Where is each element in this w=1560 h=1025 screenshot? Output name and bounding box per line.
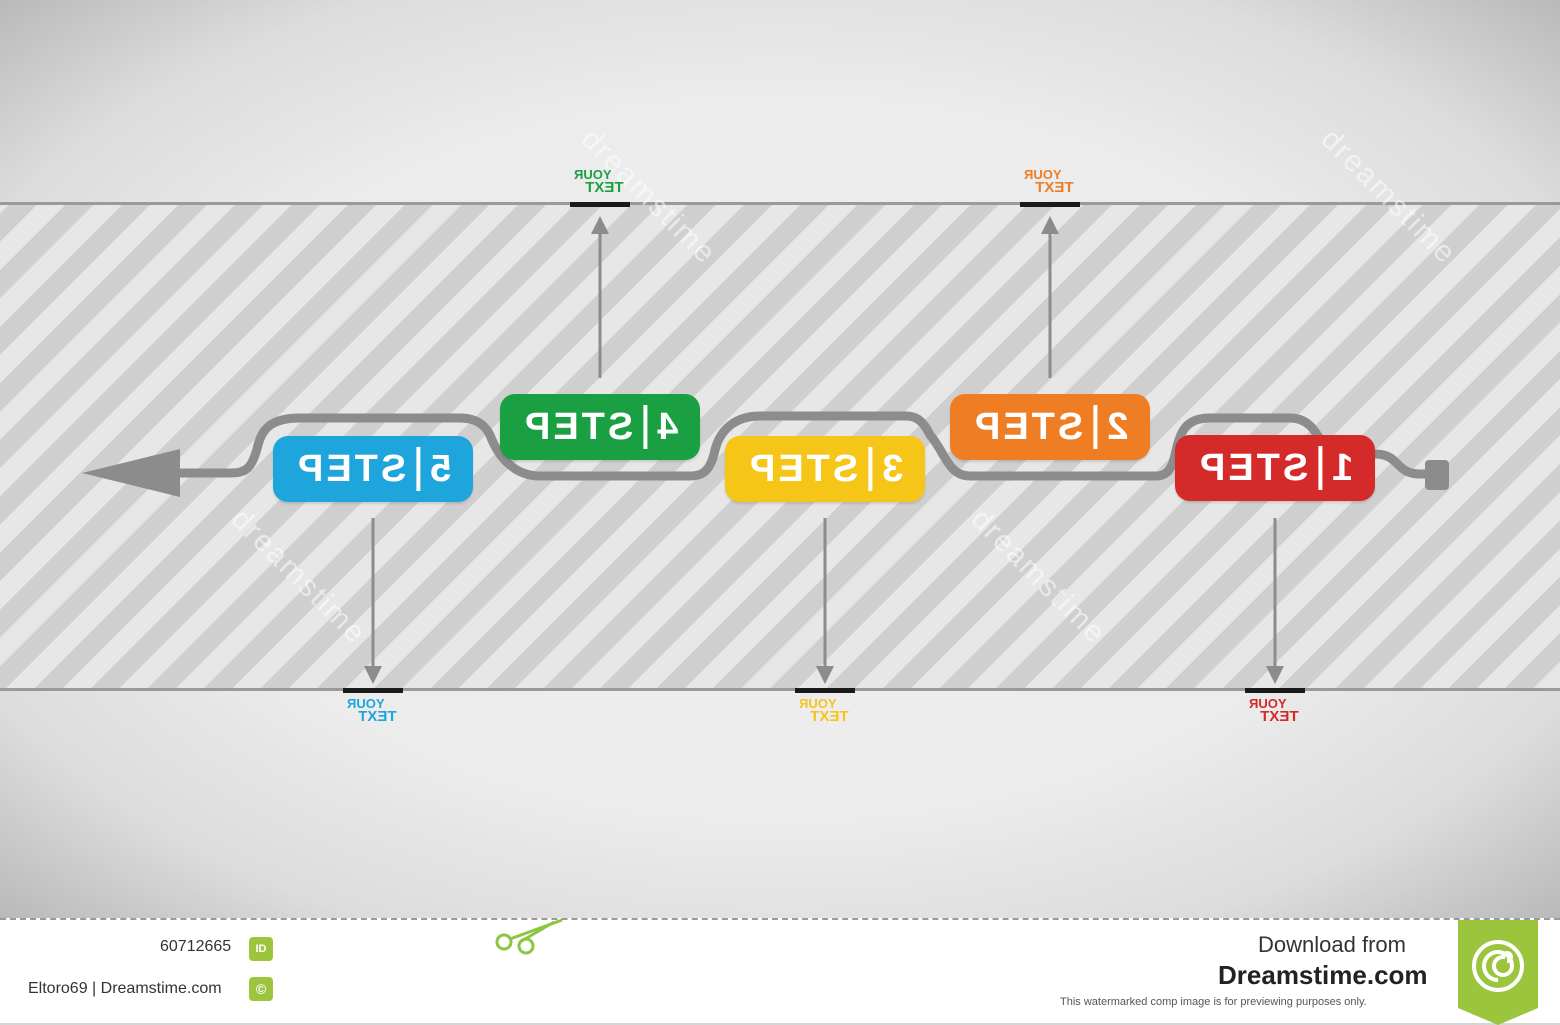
step-word: STEP [971,405,1084,448]
dreamstime-spiral-logo-icon [1458,920,1538,1025]
text-base-step5 [343,688,403,693]
step-box-1: 1 STEP [1175,435,1375,501]
note-line2: TEXT [810,708,849,725]
id-badge: ID [249,937,273,961]
step-word: STEP [294,447,407,490]
text-base-step4 [570,202,630,207]
step-word: STEP [1196,446,1309,489]
step-box-5: 5 STEP [273,436,473,502]
credit-text: Eltoro69 | Dreamstime.com [28,980,222,997]
step-number: 4 [657,405,679,448]
end-arrowhead [82,449,180,497]
site-name: Dreamstime.com [1218,960,1428,990]
download-footer: ID 60712665 © Eltoro69 | Dreamstime.com … [0,918,1560,1025]
step-box-3: 3 STEP [725,436,925,502]
step-word: STEP [521,405,634,448]
note-line2: TEXT [1260,708,1299,725]
note-line2: TEXT [585,179,624,196]
step-box-4: 4 STEP [500,394,700,460]
step-word: STEP [746,447,859,490]
image-id: 60712665 [160,938,232,955]
note-line2: TEXT [1035,179,1074,196]
pointer-head-step4 [591,216,609,234]
bottom-guide-line [0,688,1560,691]
copyright-icon: © [249,977,273,1001]
step-number: 1 [1332,446,1354,489]
pointer-head-step2 [1041,216,1059,234]
start-plug [1425,460,1449,490]
top-guide-line [0,202,1560,205]
scissors-icon [495,918,563,955]
pointer-head-step3 [816,666,834,684]
note-line2: TEXT [358,708,397,725]
pointer-head-step5 [364,666,382,684]
step-number: 2 [1107,405,1129,448]
download-from-text: Download from [1258,932,1406,957]
text-base-step1 [1245,688,1305,693]
disclaimer-text: This watermarked comp image is for previ… [1060,996,1367,1008]
text-base-step3 [795,688,855,693]
main-connector-path [155,411,1445,481]
step-number: 3 [882,447,904,490]
diagram-canvas: dreamstime dreamstime dreamstime dreamst… [0,0,1560,918]
step-box-2: 2 STEP [950,394,1150,460]
connector-graphics [82,202,1449,693]
text-base-step2 [1020,202,1080,207]
pointer-head-step1 [1266,666,1284,684]
step-number: 5 [430,447,452,490]
